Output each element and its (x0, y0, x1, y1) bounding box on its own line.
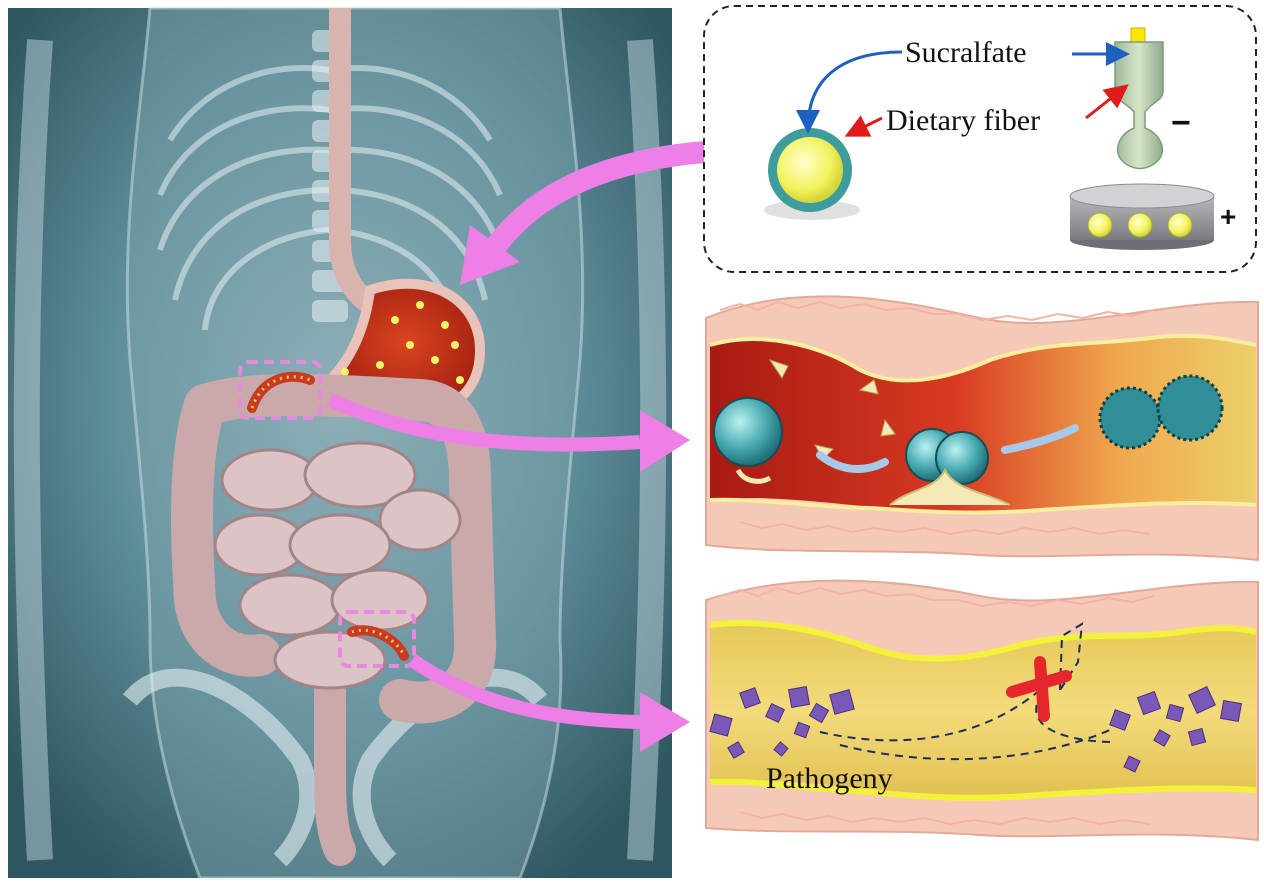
intestine-highlight-upper (238, 360, 322, 420)
motion-arrow-1 (816, 451, 889, 473)
fiber-pointer-to-capsule (844, 115, 883, 137)
mucosa-adhesion (889, 467, 1011, 506)
arrow-to-capsule-action-panel (327, 393, 641, 452)
dietary-fiber-label: Dietary fiber (886, 104, 1040, 137)
fiber-fragments (768, 359, 896, 460)
blocked-cross (1006, 656, 1072, 722)
released-particle-1 (1098, 386, 1162, 450)
ascending-colon (171, 384, 281, 677)
dish-bead-1 (1087, 212, 1113, 238)
sucralfate-label: Sucralfate (905, 36, 1027, 69)
stomach-capsules (341, 301, 464, 392)
rectum (314, 674, 356, 866)
protective-layer-top (709, 620, 1257, 662)
blocked-invasion-paths (819, 622, 1111, 761)
motion-arrow-2 (1001, 424, 1079, 454)
sucralfate-pointer-to-capsule (796, 50, 903, 134)
dish-bead-2 (1127, 212, 1153, 238)
plus-sign: + (1220, 201, 1236, 232)
released-particle-2 (1156, 374, 1224, 442)
mucus-coated-lumen (710, 622, 1256, 799)
left-arm (13, 39, 53, 861)
pathogen-panel: Pathogeny (705, 579, 1259, 842)
intact-capsule (713, 397, 783, 467)
arrow-to-pathogen-panel-head (640, 692, 690, 752)
protective-layer-bottom (709, 778, 1257, 801)
minus-sign: − (1171, 104, 1191, 142)
fiber-pointer-to-nozzle (1085, 84, 1129, 120)
adhering-capsule-right (935, 431, 989, 485)
tissue-cells-top (719, 300, 1155, 536)
pelvis (122, 668, 548, 867)
capsule-action-panel (705, 295, 1259, 562)
fabrication-inset: − + Sucralfate Dietary fiber (703, 5, 1257, 273)
mucus-layer-top (709, 333, 1257, 383)
arrow-to-capsule-action-panel-head (640, 410, 690, 472)
fiber-strand-1 (735, 468, 772, 484)
pathogeny-label: Pathogeny (766, 762, 893, 795)
arrow-capsule-to-stomach-head (460, 225, 520, 285)
pathogen-cluster-right (1109, 686, 1243, 773)
tissue-cells-lower (719, 586, 1155, 826)
dish-bead-3 (1167, 212, 1193, 238)
intestine-highlight-lower (338, 610, 416, 668)
dish-rim (1069, 183, 1215, 209)
arrow-to-pathogen-panel (408, 654, 641, 729)
capsule-core (777, 137, 843, 203)
pathogen-cluster-left (709, 685, 855, 759)
small-intestine (213, 441, 462, 690)
coaxial-nozzle (1114, 41, 1164, 170)
mucus-layer-bottom (709, 497, 1257, 515)
